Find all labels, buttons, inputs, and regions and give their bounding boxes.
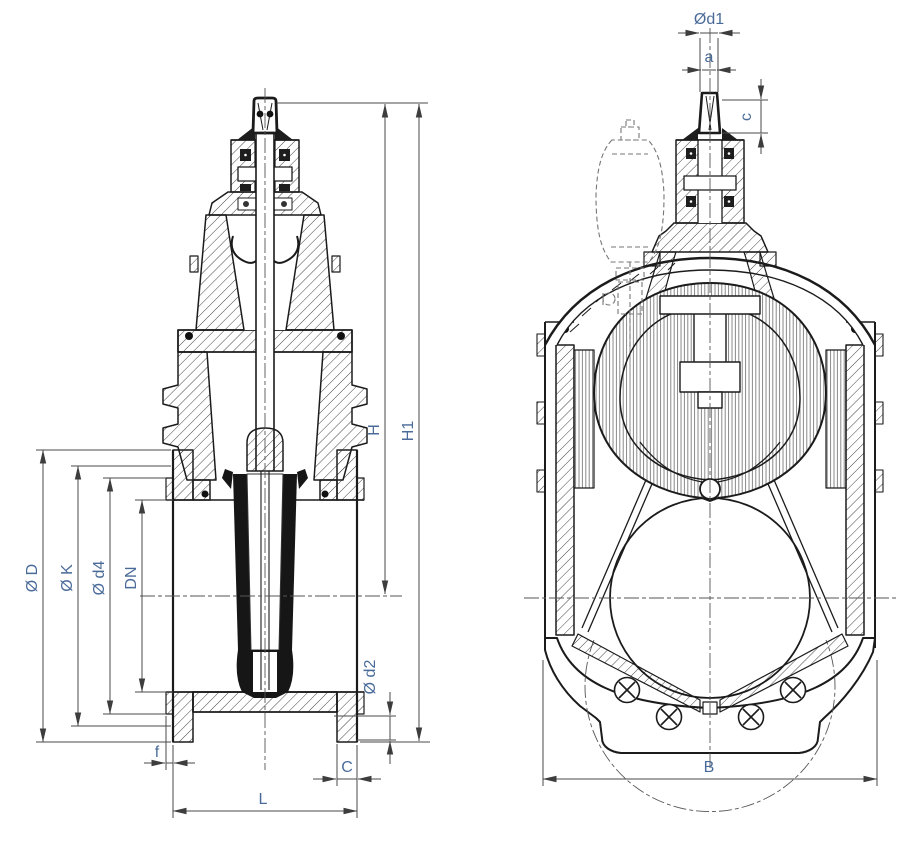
dim-label-h: H — [366, 424, 383, 436]
dim-h1: H1 — [400, 103, 423, 742]
phantom-air-valve — [595, 119, 665, 350]
dim-l: L — [172, 791, 358, 815]
dim-od4: Ø d4 — [91, 477, 114, 715]
front-centerlines — [140, 88, 402, 770]
dim-dn: DN — [123, 499, 146, 693]
side-view: Ød1 a c B — [524, 11, 896, 812]
bolt-holes — [613, 676, 807, 731]
dim-label-od4: Ø d4 — [91, 561, 108, 596]
side-dimensions: Ød1 a c B — [542, 11, 878, 786]
dim-label-b: B — [704, 759, 715, 776]
dim-label-f: f — [155, 744, 160, 761]
side-centerlines — [524, 28, 896, 772]
dim-label-l: L — [259, 791, 268, 808]
dim-c-lower: c — [738, 79, 765, 154]
dim-label-h1: H1 — [400, 421, 417, 442]
dim-label-od: Ø D — [24, 564, 41, 592]
dim-c-upper: C — [313, 759, 381, 783]
dim-label-od1: Ød1 — [694, 11, 724, 28]
front-flanged-body — [162, 351, 368, 743]
dim-ok: Ø K — [59, 465, 82, 727]
dim-label-ok: Ø K — [59, 564, 76, 592]
dim-h: H — [366, 103, 389, 595]
dim-a: a — [682, 49, 736, 74]
side-walls — [536, 321, 884, 648]
dim-label-c-lower: c — [738, 113, 755, 121]
dim-label-od2: Ø d2 — [362, 660, 379, 695]
dim-od1: Ød1 — [678, 11, 740, 37]
front-view: Ø D Ø K Ø d4 DN H H1 — [24, 88, 430, 818]
dim-label-a: a — [705, 49, 714, 66]
front-bonnet-assembly — [177, 126, 353, 353]
dim-b: B — [542, 759, 878, 783]
dim-od2: Ø d2 — [362, 660, 394, 764]
dim-label-c-upper: C — [341, 759, 353, 776]
front-dimensions: Ø D Ø K Ø d4 DN H H1 — [24, 102, 430, 818]
dim-label-dn: DN — [123, 566, 140, 589]
dim-od: Ø D — [24, 449, 47, 743]
dim-f: f — [144, 744, 195, 767]
side-bottom-flange — [544, 633, 876, 812]
